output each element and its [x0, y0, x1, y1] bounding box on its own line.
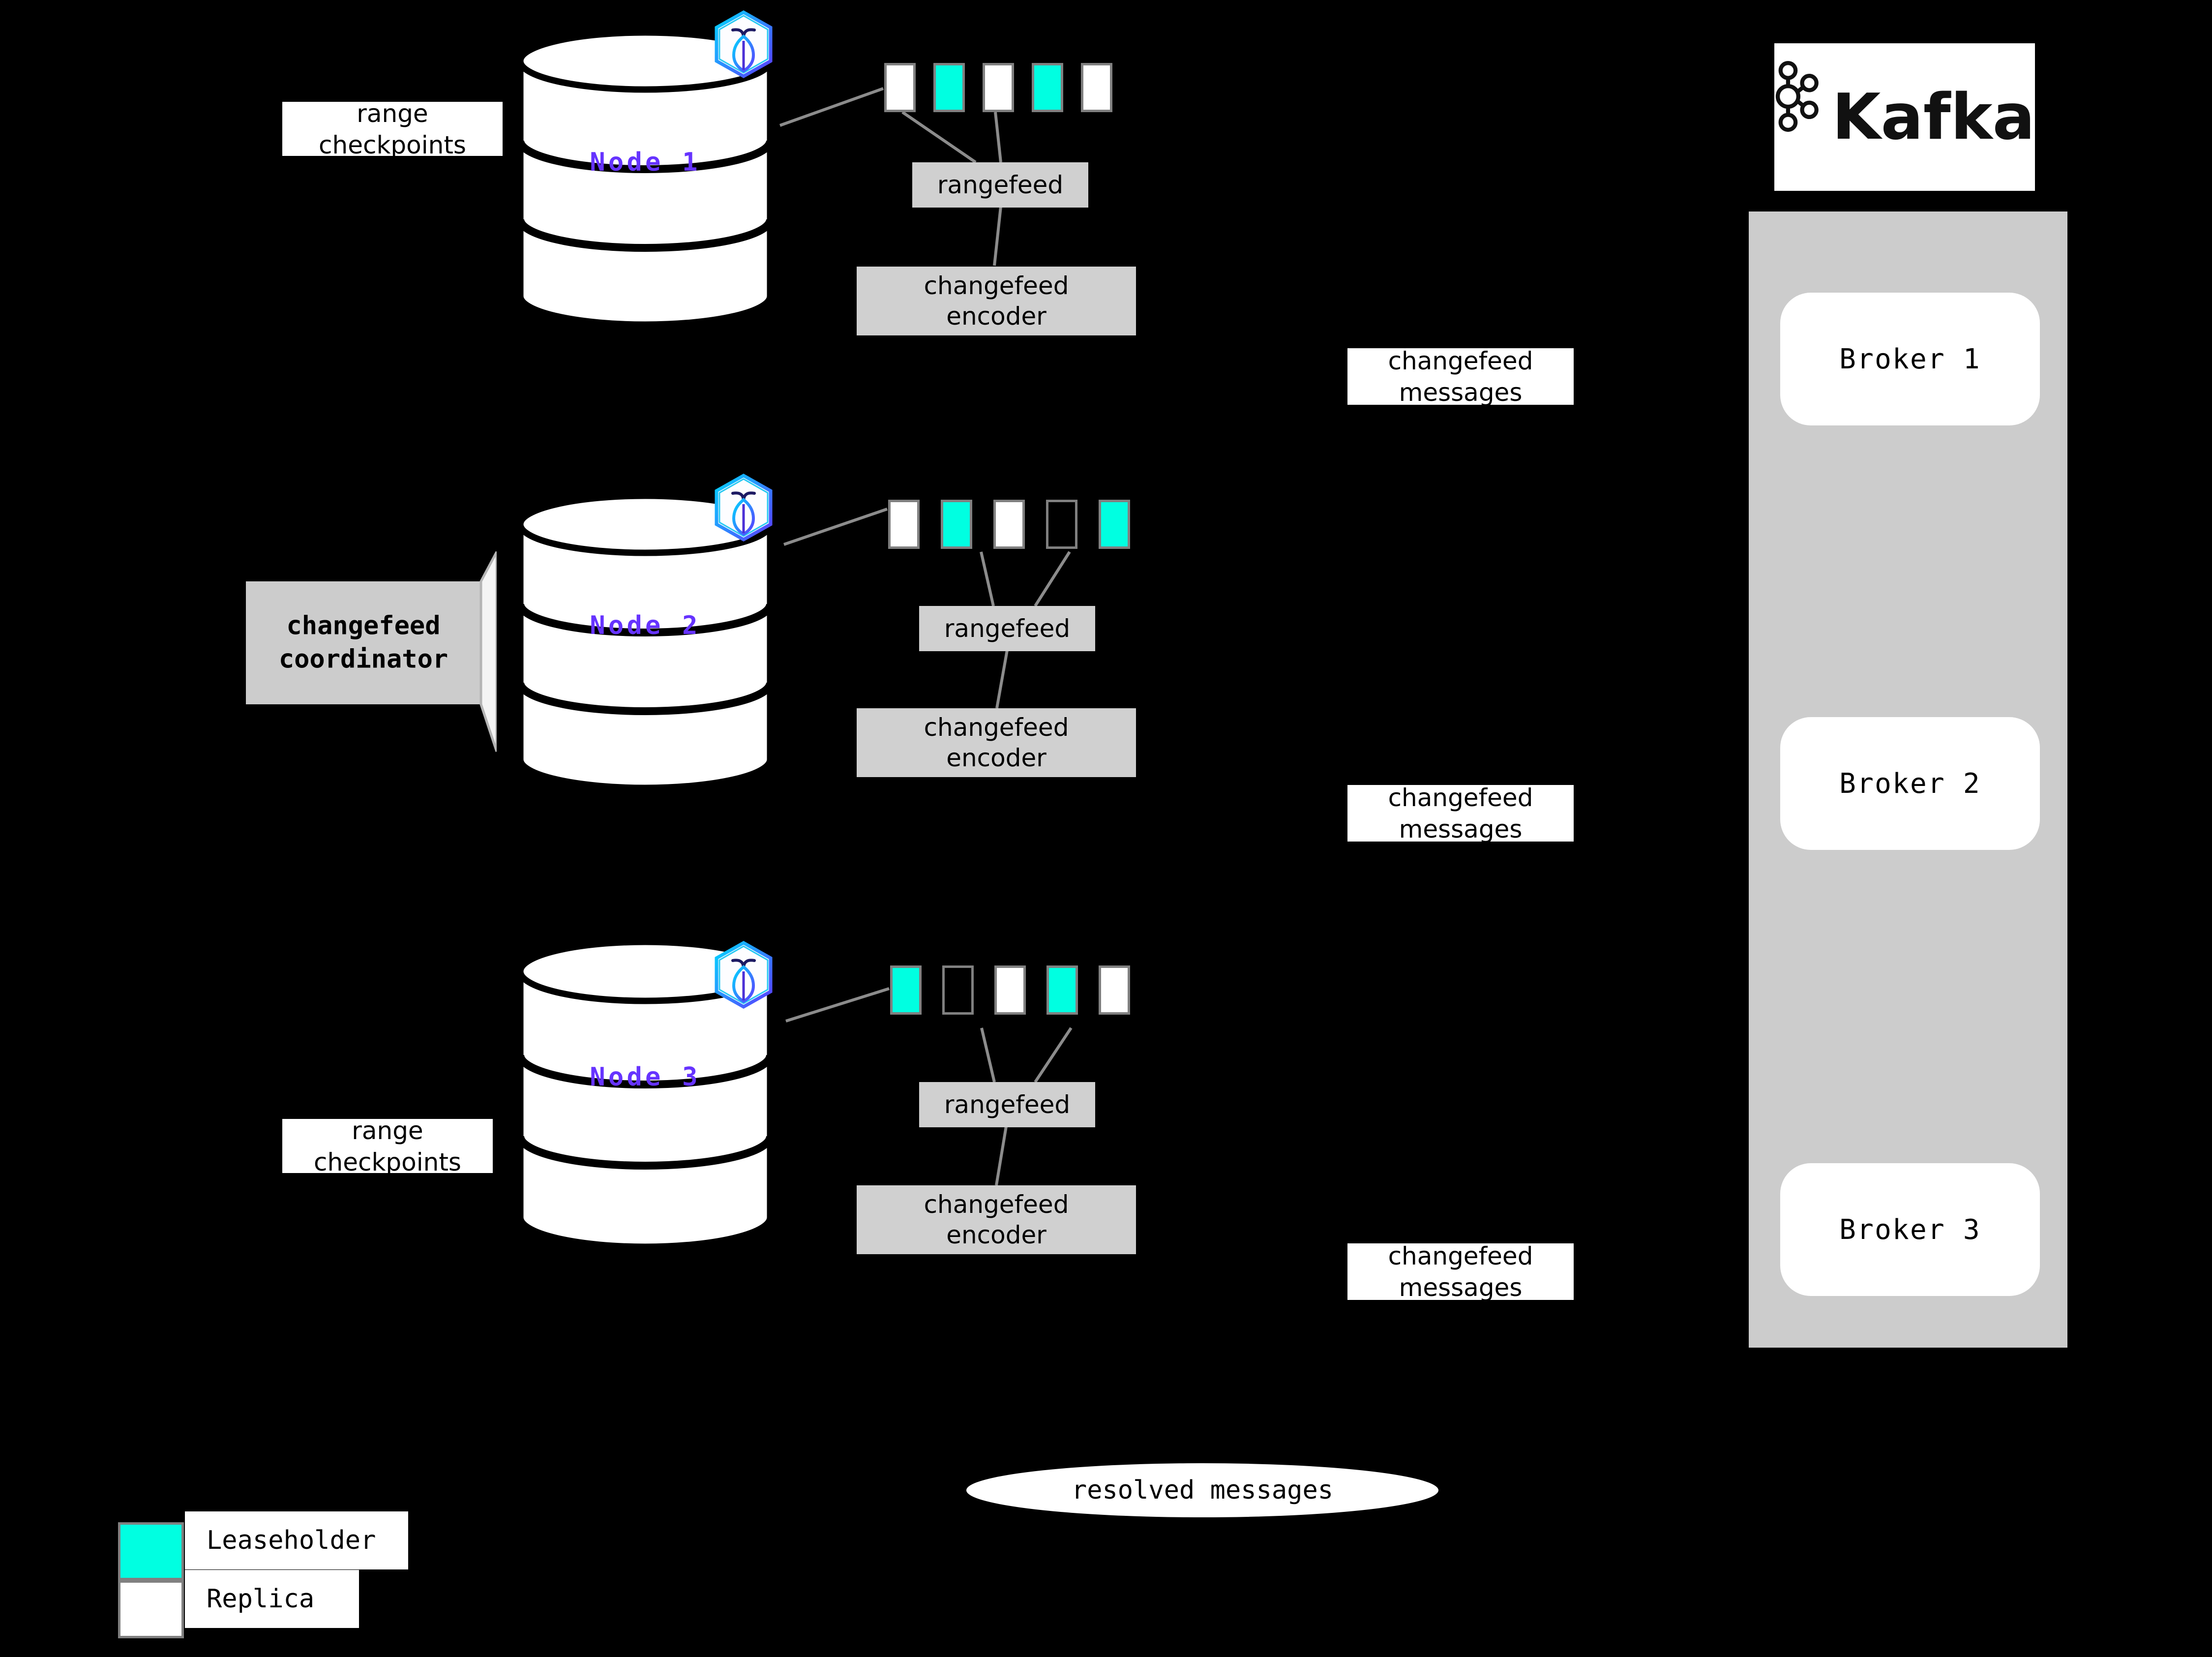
kafka-nodes-icon — [1774, 60, 1821, 174]
node-2-cylinder: Node 2 — [514, 492, 776, 792]
node-2-range-2[interactable] — [941, 500, 972, 549]
node-1-range-5[interactable] — [1081, 63, 1112, 112]
node-1-range-4[interactable] — [1032, 63, 1063, 112]
legend-label-replica: Replica — [185, 1570, 359, 1628]
node-2-range-5[interactable] — [1099, 500, 1130, 549]
legend-swatch-replica — [118, 1580, 184, 1638]
node-2-changefeed-encoder-box[interactable]: changefeed encoder — [857, 708, 1136, 777]
node-2-range-3[interactable] — [993, 500, 1025, 549]
node-3-range-3[interactable] — [994, 965, 1026, 1015]
kafka-logo-box: Kafka — [1774, 43, 2035, 191]
node-2-range-4[interactable] — [1046, 500, 1077, 549]
cockroachdb-hexagon-icon — [712, 940, 775, 1009]
node-1-range-2[interactable] — [933, 63, 965, 112]
kafka-wordmark: Kafka — [1832, 80, 2035, 154]
node-2-range-1[interactable] — [888, 500, 920, 549]
changefeed-coordinator-callout[interactable]: changefeed coordinator — [246, 546, 497, 757]
node-3-range-5[interactable] — [1099, 965, 1130, 1015]
node-3-range-4[interactable] — [1046, 965, 1078, 1015]
legend-swatch-leaseholder — [118, 1522, 184, 1580]
resolved-messages-pill[interactable]: resolved messages — [966, 1463, 1438, 1517]
legend-label-leaseholder: Leaseholder — [185, 1511, 408, 1569]
kafka-broker-2[interactable]: Broker 2 — [1780, 717, 2040, 850]
kafka-broker-1[interactable]: Broker 1 — [1780, 293, 2040, 425]
node-3-range-1[interactable] — [890, 965, 922, 1015]
node-1-changefeed-encoder-box[interactable]: changefeed encoder — [857, 267, 1136, 335]
changefeed-coordinator-label: changefeed coordinator — [278, 611, 448, 674]
node-1-range-3[interactable] — [983, 63, 1014, 112]
changefeed-messages-label-1: changefeed messages — [1347, 347, 1574, 407]
kafka-broker-3[interactable]: Broker 3 — [1780, 1163, 2040, 1296]
node-1-label: Node 1 — [590, 148, 701, 177]
node-3-rangefeed-box[interactable]: rangefeed — [919, 1082, 1095, 1127]
node-2-rangefeed-box[interactable]: rangefeed — [919, 606, 1095, 651]
node-3-label: Node 3 — [590, 1062, 701, 1092]
node-3-changefeed-encoder-box[interactable]: changefeed encoder — [857, 1185, 1136, 1254]
changefeed-messages-label-3: changefeed messages — [1347, 1242, 1574, 1302]
node-3-cylinder: Node 3 — [514, 937, 776, 1252]
changefeed-messages-label-2: changefeed messages — [1347, 783, 1574, 844]
node-1-range-checkpoints-label: range checkpoints — [282, 99, 503, 159]
node-3-range-checkpoints-label: range checkpoints — [282, 1116, 493, 1176]
node-1-range-1[interactable] — [884, 63, 916, 112]
node-1-cylinder: Node 1 — [514, 29, 776, 329]
node-2-label: Node 2 — [590, 611, 701, 640]
node-1-rangefeed-box[interactable]: rangefeed — [912, 162, 1088, 208]
cockroachdb-hexagon-icon — [712, 473, 775, 542]
node-3-range-2[interactable] — [942, 965, 974, 1015]
cockroachdb-hexagon-icon — [712, 10, 775, 79]
